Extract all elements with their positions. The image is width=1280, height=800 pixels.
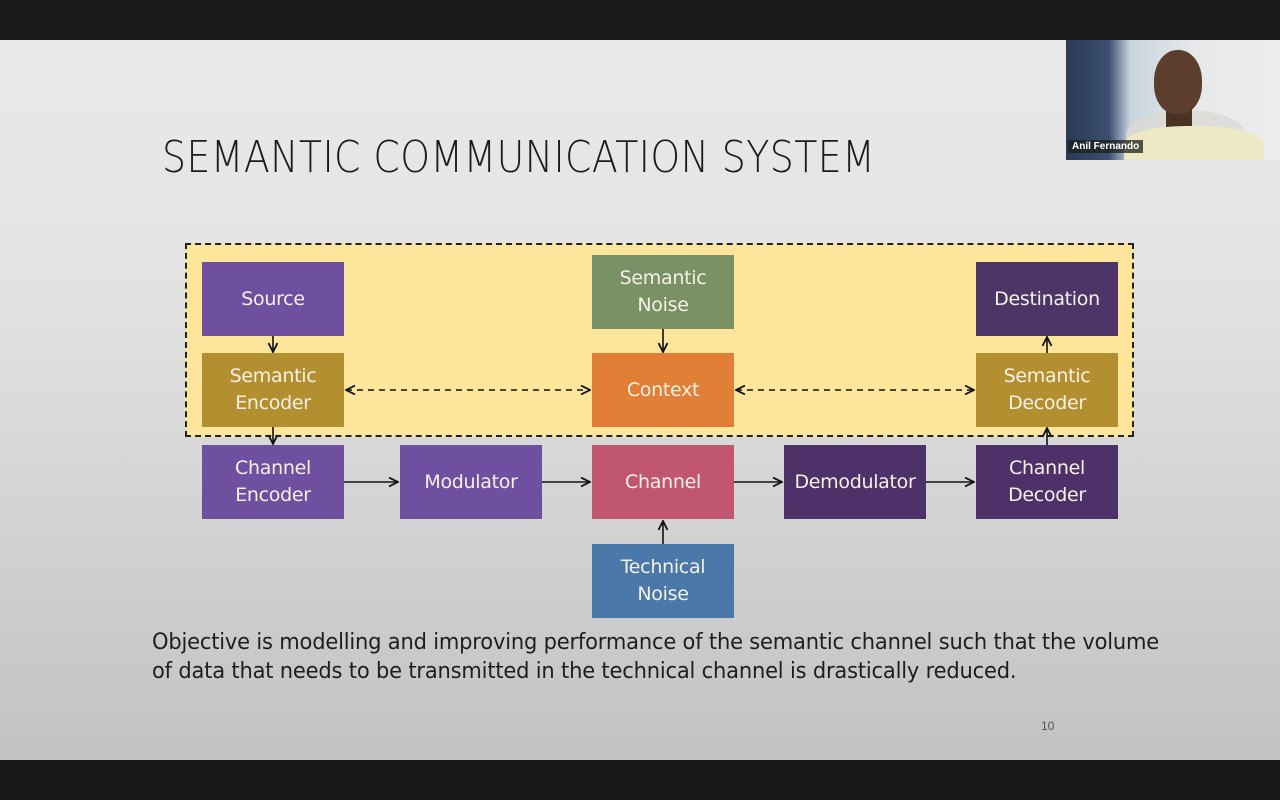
block-semantic-encoder: Semantic Encoder [202,353,344,427]
block-label: Semantic Decoder [1003,365,1091,414]
slide-title: SEMANTIC COMMUNICATION SYSTEM [162,132,876,183]
block-semantic-noise: Semantic Noise [592,255,734,329]
block-label: Channel [625,470,701,493]
block-label: Semantic Encoder [229,365,317,414]
block-source: Source [202,262,344,336]
slide-page-number: 10 [1041,719,1055,733]
letterbox-top [0,0,1280,40]
participant-name-tag: Anil Fernando [1068,140,1144,153]
participant-head [1154,50,1202,114]
block-demodulator: Demodulator [784,445,926,519]
block-channel-decoder: Channel Decoder [976,445,1118,519]
block-label: Technical Noise [620,556,706,605]
block-context: Context [592,353,734,427]
block-label: Context [626,378,700,401]
block-label: Channel Encoder [235,457,311,506]
block-modulator: Modulator [400,445,542,519]
block-label: Channel Decoder [1008,457,1086,506]
block-label: Demodulator [794,470,916,493]
letterbox-bottom [0,760,1280,800]
participant-video-tile[interactable]: Anil Fernando [1066,40,1280,160]
block-technical-noise: Technical Noise [592,544,734,618]
participant-torso [1124,126,1264,160]
objective-text: Objective is modelling and improving per… [152,630,1160,684]
presentation-slide: SEMANTIC COMMUNICATION SYSTEM Source Sem… [0,40,1280,760]
block-channel-encoder: Channel Encoder [202,445,344,519]
block-semantic-decoder: Semantic Decoder [976,353,1118,427]
block-destination: Destination [976,262,1118,336]
block-label: Semantic Noise [619,267,707,316]
block-channel: Channel [592,445,734,519]
block-label: Modulator [424,470,518,493]
block-label: Source [241,287,305,310]
block-label: Destination [994,287,1100,310]
